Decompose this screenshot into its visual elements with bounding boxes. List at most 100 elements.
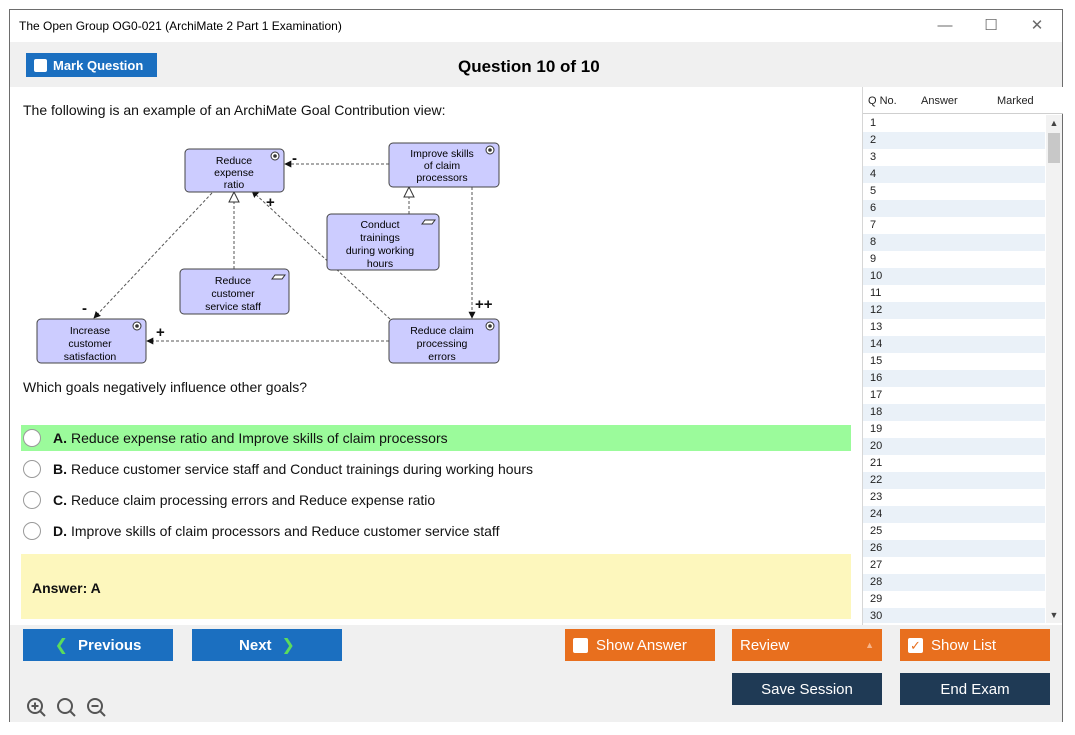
option-letter: A. [53, 430, 67, 446]
question-list-row[interactable]: 3 [870, 151, 877, 163]
show-list-button[interactable]: ✓ Show List [900, 629, 1050, 661]
node-text: errors [428, 351, 455, 363]
show-list-label: Show List [931, 636, 997, 654]
answer-text: Answer: A [32, 580, 101, 596]
plus-sign: + [266, 194, 275, 211]
node-text: of claim [424, 160, 460, 172]
dropdown-arrow-icon: ▲ [865, 640, 874, 650]
minus-sign: - [292, 150, 297, 167]
col-answer: Answer [921, 95, 958, 107]
plus-sign: + [156, 324, 165, 341]
node-text: trainings [360, 232, 400, 244]
mark-question-label: Mark Question [53, 57, 144, 73]
radio-button[interactable] [23, 522, 41, 540]
question-list-row[interactable]: 5 [870, 185, 877, 197]
title-bar: The Open Group OG0-021 (ArchiMate 2 Part… [10, 10, 1062, 42]
node-text: customer [68, 338, 112, 350]
node-text: Reduce [215, 275, 251, 287]
checkbox-checked-icon[interactable]: ✓ [908, 637, 923, 653]
question-list-row[interactable]: 20 [863, 438, 1045, 455]
option-b[interactable]: B. Reduce customer service staff and Con… [21, 456, 851, 482]
previous-button[interactable]: ❮ Previous [23, 629, 173, 661]
question-header: Mark Question Question 10 of 10 [10, 42, 1062, 87]
question-list-row[interactable]: 1 [870, 117, 877, 129]
question-list-row[interactable]: 21 [870, 457, 883, 469]
question-list-row[interactable]: 22 [863, 472, 1045, 489]
maximize-icon[interactable]: ☐ [984, 17, 998, 34]
scroll-down-icon[interactable]: ▼ [1049, 610, 1059, 620]
question-list-row[interactable]: 15 [870, 355, 883, 367]
radio-button[interactable] [23, 491, 41, 509]
zoom-controls [27, 698, 106, 717]
col-qno: Q No. [868, 95, 897, 107]
scroll-up-icon[interactable]: ▲ [1049, 118, 1059, 128]
chevron-right-icon: ❯ [281, 637, 295, 654]
node-text: expense [214, 167, 254, 179]
option-text: Reduce claim processing errors and Reduc… [71, 492, 436, 508]
node-text: Increase [70, 325, 110, 337]
question-list-row[interactable]: 13 [870, 321, 883, 333]
question-list-row[interactable]: 11 [870, 287, 882, 299]
radio-button[interactable] [23, 429, 41, 447]
goal-reduce-claim-processing-errors: Reduce claim processing errors [388, 318, 500, 364]
node-text: Reduce [216, 155, 252, 167]
option-letter: B. [53, 461, 67, 477]
node-text: Improve skills [410, 148, 474, 160]
question-list-row[interactable]: 18 [863, 404, 1045, 421]
save-session-button[interactable]: Save Session [732, 673, 882, 705]
question-list-row[interactable]: 23 [870, 491, 883, 503]
question-list-row[interactable]: 28 [863, 574, 1045, 591]
minus-sign: - [82, 300, 87, 317]
question-list-row[interactable]: 27 [870, 559, 883, 571]
question-list-row[interactable]: 6 [863, 200, 1045, 217]
zoom-out-icon[interactable] [87, 698, 106, 717]
question-list-row[interactable]: 29 [870, 593, 883, 605]
zoom-reset-icon[interactable] [57, 698, 76, 717]
question-list-row[interactable]: 4 [863, 166, 1045, 183]
question-list-row[interactable]: 16 [863, 370, 1045, 387]
node-text: processors [416, 172, 467, 184]
option-text: Reduce customer service staff and Conduc… [71, 461, 533, 477]
close-icon[interactable]: ✕ [1030, 17, 1044, 34]
question-list-row[interactable]: 26 [863, 540, 1045, 557]
node-text: during working [346, 245, 414, 257]
next-button[interactable]: Next ❯ [192, 629, 342, 661]
answer-box: Answer: A [21, 554, 851, 619]
question-list-header: Q No. Answer Marked [863, 87, 1063, 114]
zoom-in-icon[interactable] [27, 698, 46, 717]
question-list-row[interactable]: 2 [863, 132, 1045, 149]
question-list-scrollbar[interactable]: ▲ ▼ [1046, 115, 1062, 623]
option-d[interactable]: D. Improve skills of claim processors an… [21, 518, 851, 544]
col-marked: Marked [997, 95, 1034, 107]
scroll-thumb[interactable] [1048, 133, 1060, 163]
question-list-row[interactable]: 8 [863, 234, 1045, 251]
option-c[interactable]: C. Reduce claim processing errors and Re… [21, 487, 851, 513]
show-answer-button[interactable]: Show Answer [565, 629, 715, 661]
node-text: Reduce claim [410, 325, 474, 337]
review-dropdown[interactable]: Review ▲ [732, 629, 882, 661]
goal-improve-skills: Improve skills of claim processors [388, 142, 500, 188]
question-list-row[interactable]: 12 [863, 302, 1045, 319]
review-label: Review [740, 636, 790, 654]
save-session-label: Save Session [761, 680, 853, 698]
minimize-icon[interactable]: — [937, 17, 953, 34]
question-list-row[interactable]: 14 [863, 336, 1045, 353]
question-list-row[interactable]: 9 [870, 253, 877, 265]
show-answer-label: Show Answer [596, 636, 687, 654]
option-text: Improve skills of claim processors and R… [71, 523, 500, 539]
option-a[interactable]: A. Reduce expense ratio and Improve skil… [21, 425, 851, 451]
node-text: customer [211, 288, 255, 300]
question-list-row[interactable]: 30 [863, 608, 1045, 623]
question-list-row[interactable]: 17 [870, 389, 883, 401]
checkbox-icon[interactable] [573, 637, 588, 653]
question-list-row[interactable]: 10 [863, 268, 1045, 285]
question-list-row[interactable]: 19 [870, 423, 883, 435]
question-list-row[interactable]: 24 [863, 506, 1045, 523]
end-exam-button[interactable]: End Exam [900, 673, 1050, 705]
mark-question-button[interactable]: Mark Question [26, 53, 157, 77]
question-list-row[interactable]: 25 [870, 525, 883, 537]
radio-button[interactable] [23, 460, 41, 478]
question-list-row[interactable]: 7 [870, 219, 877, 231]
